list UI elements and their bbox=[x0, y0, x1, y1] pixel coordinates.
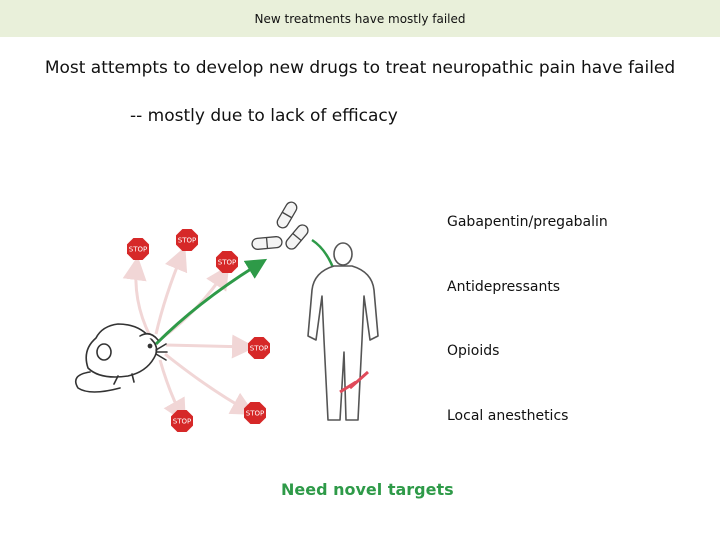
drug-class-antidepressants: Antidepressants bbox=[447, 279, 561, 295]
human-figure-icon bbox=[307, 242, 379, 421]
failed-arrow bbox=[158, 359, 186, 424]
drug-class-opioids: Opioids bbox=[447, 343, 500, 359]
stop-sign-icon: STOP bbox=[216, 251, 238, 273]
svg-text:STOP: STOP bbox=[178, 237, 196, 245]
drug-class-gabapentin: Gabapentin/pregabalin bbox=[447, 214, 608, 230]
stop-sign-icon: STOP bbox=[176, 229, 198, 251]
conclusion-note: Need novel targets bbox=[281, 480, 454, 499]
stop-sign-icon: STOP bbox=[171, 410, 193, 432]
stop-signs: STOP STOP STOP STOP STOP STOP bbox=[127, 229, 270, 432]
svg-text:STOP: STOP bbox=[246, 410, 264, 418]
pills-icon bbox=[251, 201, 309, 250]
title-bar: New treatments have mostly failed bbox=[0, 0, 720, 37]
pain-bolt-icon bbox=[339, 370, 369, 394]
failed-arrow bbox=[165, 334, 256, 359]
stop-sign-icon: STOP bbox=[244, 402, 266, 424]
main-statement: Most attempts to develop new drugs to tr… bbox=[44, 58, 676, 78]
svg-text:STOP: STOP bbox=[129, 246, 147, 254]
rat-icon bbox=[74, 323, 168, 393]
failed-arrow bbox=[154, 246, 188, 335]
success-arrow bbox=[154, 258, 268, 346]
svg-text:STOP: STOP bbox=[218, 259, 236, 267]
stop-sign-icon: STOP bbox=[248, 337, 270, 359]
svg-text:STOP: STOP bbox=[250, 345, 268, 353]
sub-statement: -- mostly due to lack of efficacy bbox=[130, 106, 398, 126]
drug-class-local-anesthetics: Local anesthetics bbox=[447, 408, 569, 424]
stop-sign-icon: STOP bbox=[127, 238, 149, 260]
svg-text:STOP: STOP bbox=[173, 418, 191, 426]
failed-arrow bbox=[122, 256, 152, 337]
failed-arrow bbox=[164, 352, 256, 415]
slide-title: New treatments have mostly failed bbox=[254, 11, 466, 26]
